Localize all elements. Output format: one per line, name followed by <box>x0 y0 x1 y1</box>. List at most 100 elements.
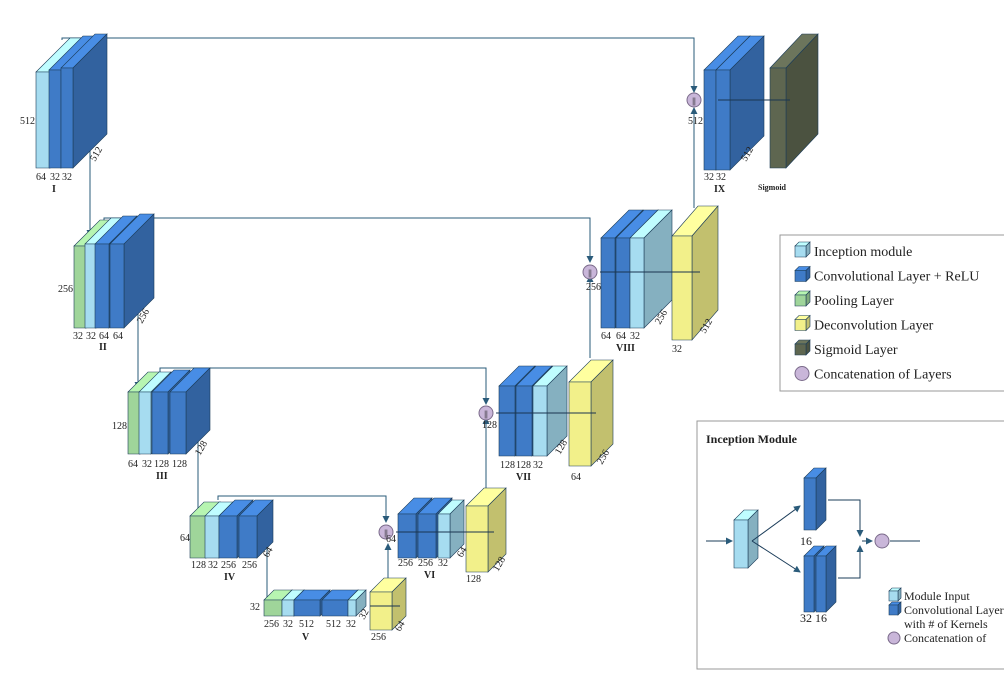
legend-label: Inception module <box>814 245 912 260</box>
stage-iii-width-2: 32 <box>142 459 152 470</box>
stage-ix-block-2 <box>715 35 765 171</box>
stage-i-block-3 <box>60 33 108 169</box>
concat-circle-vi: || <box>378 524 394 540</box>
stage-v-depth: 32 <box>357 607 372 621</box>
skip-connection-iii-vii <box>159 367 490 405</box>
concat-circle-ix: || <box>686 92 702 108</box>
stage-vi-label: VI <box>424 570 435 581</box>
legend-item: Pooling Layer <box>794 290 894 309</box>
sigmoid-label: Sigmoid <box>758 183 787 192</box>
stage-iv-depth: 64 <box>261 545 276 559</box>
stage-vii-block-3 <box>532 365 568 457</box>
concat-circle-icon <box>887 631 901 645</box>
stage-v-width-5: 32 <box>346 619 356 630</box>
inception-bottom-conv-2 <box>815 545 837 613</box>
stage-v-height: 32 <box>250 602 260 613</box>
inception-legend-label: Concatenation of <box>904 631 986 645</box>
inception-legend-label: with # of Kernels <box>904 617 988 631</box>
legend-label: Deconvolution Layer <box>814 319 934 334</box>
inception-flow-line <box>751 505 801 542</box>
sigmoid-block <box>769 33 819 169</box>
stage-vii-height: 128 <box>482 420 497 431</box>
stage-vi-width-1: 256 <box>398 558 413 569</box>
stage-vi-depth: 64 <box>455 545 470 559</box>
internal-flow-lines <box>370 99 790 607</box>
legend-label: Sigmoid Layer <box>814 343 898 358</box>
stage-iv-width-2: 32 <box>208 560 218 571</box>
inception-flow-line <box>828 499 864 537</box>
stage-vii-deconv <box>568 359 614 467</box>
inception-legend-item: Concatenation of <box>887 631 986 645</box>
stage-viii-deconv-width: 32 <box>672 344 682 355</box>
stage-viii-label: VIII <box>616 343 635 354</box>
concat-circle-vii: || <box>478 405 494 421</box>
stage-vi-height: 64 <box>386 534 396 545</box>
stage-ii-height: 256 <box>58 284 73 295</box>
conv-cube-icon <box>794 265 811 283</box>
inception-legend-cube <box>888 587 902 602</box>
stage-vii-width-2: 128 <box>516 460 531 471</box>
stage-iii-block-4 <box>169 367 211 455</box>
stage-ii-width-1: 32 <box>73 331 83 342</box>
stage-vi-width-2: 256 <box>418 558 433 569</box>
inception-legend-item: Module Input <box>888 587 970 603</box>
stage-viii-block-3 <box>629 209 673 329</box>
stage-i-width-3: 32 <box>62 172 72 183</box>
stage-iv-width-4: 256 <box>242 560 257 571</box>
stage-ix-height: 512 <box>688 116 703 127</box>
inception-legend-label: Convolutional Layer <box>904 603 1004 617</box>
stage-ix-width-2: 32 <box>716 172 726 183</box>
stage-vi-deconv-in <box>369 577 407 631</box>
skip-connection-iv-vi <box>217 495 390 523</box>
inception-flow-line <box>751 540 801 573</box>
module-input-cube-icon <box>888 587 902 602</box>
skip-connections <box>61 37 698 523</box>
legend-item: Deconvolution Layer <box>794 314 934 334</box>
inception-cube-icon-shape <box>794 241 811 258</box>
inception-flow-line <box>838 545 864 579</box>
pooling-cube-icon <box>794 290 811 307</box>
stage-ii-width-4: 64 <box>113 331 123 342</box>
stage-iii-width-3: 128 <box>154 459 169 470</box>
inception-bottom-labels: 32 16 <box>800 611 827 625</box>
layer-blocks <box>35 33 819 631</box>
stage-v-labels: 32 256 32 512 512 32 32 V <box>250 602 372 643</box>
stage-viii-width-3: 32 <box>630 331 640 342</box>
legend-label: Pooling Layer <box>814 294 894 309</box>
pooling-cube-icon-shape <box>794 290 811 307</box>
stage-viii-labels: 256 64 64 32 256 VIII 32 512 <box>586 282 715 355</box>
inception-top-label: 16 <box>800 534 812 548</box>
conv-cube-icon <box>888 601 902 616</box>
legend-item: Sigmoid Layer <box>794 339 898 358</box>
stage-i-width-2: 32 <box>50 172 60 183</box>
stage-iii-label: III <box>156 471 168 482</box>
stage-ii-width-3: 64 <box>99 331 109 342</box>
svg-text:||: || <box>692 97 696 106</box>
stage-vi-block-3 <box>437 499 465 559</box>
stage-viii-height: 256 <box>586 282 601 293</box>
stage-vi-width-3: 32 <box>438 558 448 569</box>
stage-iv-labels: 64 128 32 256 256 64 IV <box>180 533 276 583</box>
inception-legend-cube <box>888 601 902 616</box>
stage-iii-width-1: 64 <box>128 459 138 470</box>
stage-v-block-5 <box>347 589 367 617</box>
inception-module-panel: Inception Module 16 32 16 Module InputCo… <box>696 420 1004 670</box>
stage-vi-deconv-out <box>465 487 507 573</box>
legend-box <box>779 234 1004 392</box>
inception-input-block <box>733 509 759 569</box>
inception-legend-label: Module Input <box>904 589 970 603</box>
svg-text:||: || <box>588 269 592 278</box>
stage-v-label: V <box>302 632 310 643</box>
stage-iv-width-3: 256 <box>221 560 236 571</box>
stage-viii-width-1: 64 <box>601 331 611 342</box>
legend-item: Inception module <box>794 241 912 260</box>
stage-viii-deconv <box>671 205 719 341</box>
inception-module-title: Inception Module <box>706 432 798 446</box>
stage-vi-deconv-side: 64 <box>393 619 408 633</box>
sigmoid-cube-icon-shape <box>794 339 811 356</box>
inception-cube-icon <box>794 241 811 258</box>
legend-item: Concatenation of Layers <box>794 366 952 383</box>
